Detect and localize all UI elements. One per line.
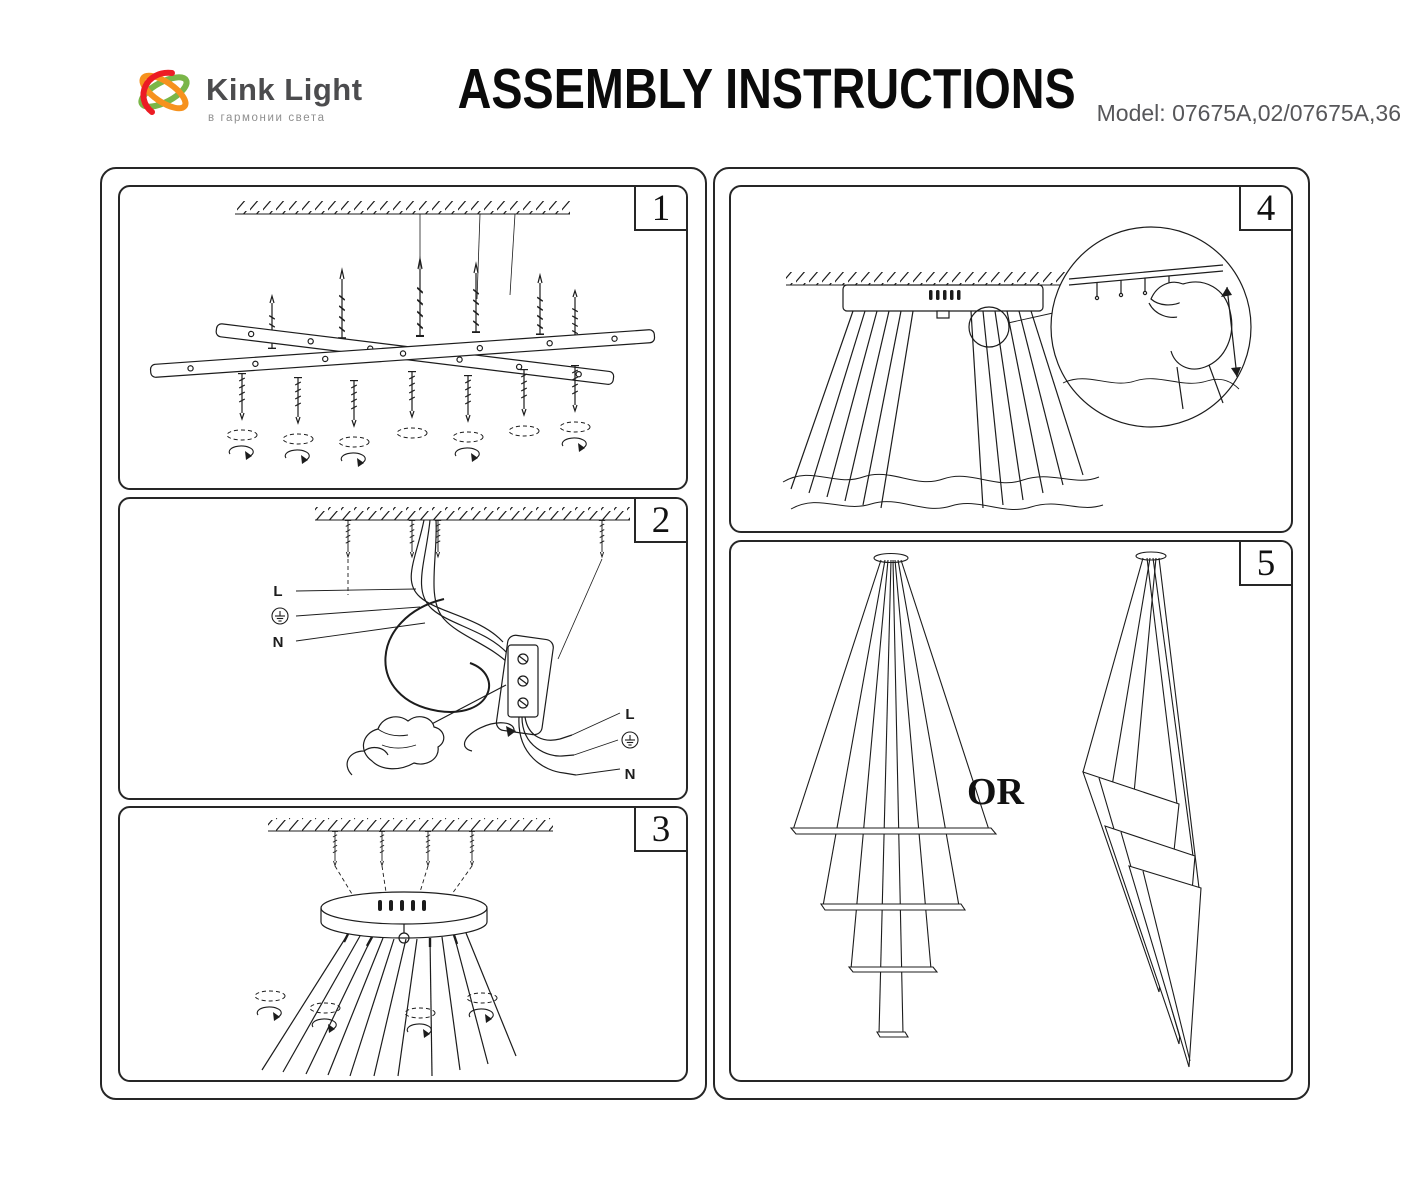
brand-name: Kink Light bbox=[206, 72, 363, 107]
right-wire-leader-lines bbox=[571, 712, 621, 776]
screw-motion-marks bbox=[254, 990, 498, 1039]
break-wave-line bbox=[782, 473, 1100, 484]
step-3-number: 3 bbox=[634, 808, 686, 852]
pendant-option-stacked bbox=[789, 552, 998, 1038]
step-5-illustration bbox=[789, 551, 1202, 1068]
supply-wires bbox=[410, 519, 513, 668]
kink-light-swirl-icon bbox=[138, 69, 190, 115]
step-number-label: 5 bbox=[1256, 542, 1276, 584]
step-4-number: 4 bbox=[1239, 187, 1291, 231]
step-2-illustration: L N L N bbox=[271, 507, 639, 783]
page-title: ASSEMBLY INSTRUCTIONS bbox=[457, 57, 1076, 121]
ceiling-hatch bbox=[235, 201, 570, 215]
ceiling-hatch bbox=[268, 818, 553, 832]
rotate-arrow-icon bbox=[463, 722, 516, 752]
break-wave-line bbox=[790, 501, 1104, 510]
neutral-label-right: N bbox=[625, 766, 636, 783]
step-4-panel: 4 bbox=[729, 185, 1293, 533]
up-down-arrow-icon bbox=[1221, 286, 1241, 378]
suspension-wires bbox=[261, 932, 517, 1077]
step-number-label: 1 bbox=[651, 187, 671, 229]
step-5-number: 5 bbox=[1239, 542, 1291, 586]
ceiling-canopy bbox=[320, 891, 488, 944]
live-label-left: L bbox=[273, 583, 282, 600]
step-3-panel: 3 bbox=[118, 806, 688, 1082]
model-number: Model: 07675A,02/07675A,36 bbox=[1096, 100, 1401, 126]
right-column-frame bbox=[713, 167, 1310, 1100]
step-number-label: 3 bbox=[651, 808, 671, 850]
ceiling-hatch bbox=[315, 507, 630, 521]
mounted-canopy bbox=[842, 284, 1044, 319]
brand-tagline: в гармонии света bbox=[208, 112, 326, 124]
step-number-label: 4 bbox=[1256, 187, 1276, 229]
left-column-frame bbox=[100, 167, 707, 1100]
step-1-panel: 1 bbox=[118, 185, 688, 490]
earth-ground-icon bbox=[621, 731, 639, 749]
step-2-number: 2 bbox=[634, 499, 686, 543]
zoom-source-circle bbox=[968, 306, 1010, 348]
ceiling-hatch bbox=[786, 272, 1069, 286]
hands bbox=[346, 716, 445, 776]
live-label-right: L bbox=[625, 706, 634, 723]
step-1-illustration bbox=[149, 201, 656, 468]
or-label: OR bbox=[967, 771, 1024, 813]
wire-loop bbox=[384, 598, 490, 713]
step-5-panel: OR 5 bbox=[729, 540, 1293, 1082]
neutral-label-left: N bbox=[273, 634, 284, 651]
pinching-hand bbox=[1148, 281, 1233, 410]
left-wire-leader-lines bbox=[295, 588, 426, 642]
terminal-block bbox=[507, 644, 539, 718]
step-number-label: 2 bbox=[651, 499, 671, 541]
brand-logo: Kink Light в гармонии света bbox=[130, 54, 370, 144]
zoom-detail-circle bbox=[1050, 226, 1252, 428]
hanging-wires bbox=[790, 310, 1084, 509]
mounting-bracket-bars bbox=[149, 323, 656, 385]
earth-ground-icon bbox=[271, 607, 289, 625]
step-3-illustration bbox=[254, 818, 553, 1077]
step-4-illustration bbox=[782, 226, 1252, 510]
pendant-option-spiral bbox=[1082, 551, 1202, 1068]
output-wires bbox=[518, 716, 577, 776]
step-2-panel: L N L N 2 bbox=[118, 497, 688, 800]
step-1-number: 1 bbox=[634, 187, 686, 231]
screws-below-bracket bbox=[226, 364, 591, 468]
